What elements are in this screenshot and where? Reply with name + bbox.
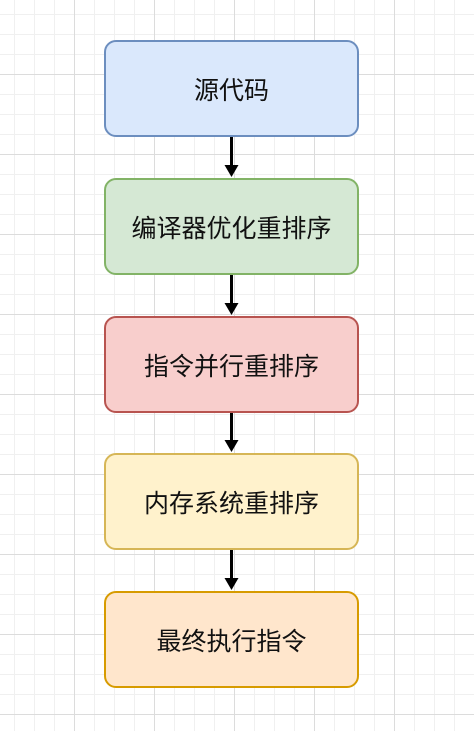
arrow-connector [224, 550, 239, 590]
node-label: 最终执行指令 [156, 626, 307, 656]
node-memory-system-reorder[interactable]: 内存系统重排序 [104, 453, 359, 550]
arrow-connector [224, 275, 239, 315]
node-source-code[interactable]: 源代码 [104, 40, 359, 137]
arrow-connector [224, 137, 239, 177]
node-label: 源代码 [193, 75, 269, 105]
node-label: 编译器优化重排序 [131, 213, 332, 243]
node-label: 指令并行重排序 [143, 351, 319, 381]
node-label: 内存系统重排序 [143, 488, 319, 518]
node-final-execution[interactable]: 最终执行指令 [104, 591, 359, 688]
arrow-connector [224, 413, 239, 452]
node-instruction-parallel-reorder[interactable]: 指令并行重排序 [104, 316, 359, 413]
node-compiler-reorder[interactable]: 编译器优化重排序 [104, 178, 359, 275]
